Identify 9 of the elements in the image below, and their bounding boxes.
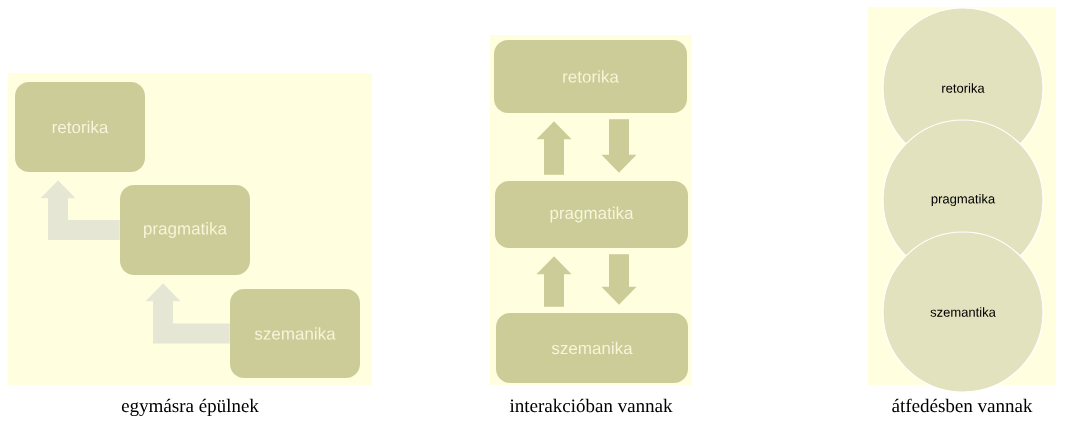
- rounded-box: retorika: [494, 40, 687, 113]
- rounded-box: szemanika: [230, 289, 360, 378]
- rounded-box: szemanika: [496, 313, 688, 383]
- node-label: interakcióban vannak: [509, 398, 673, 413]
- rounded-box: retorika: [15, 82, 145, 172]
- node-label: átfedésben vannak: [892, 398, 1033, 413]
- rounded-box: pragmatika: [495, 181, 688, 248]
- node-label: egymásra épülnek: [121, 398, 259, 417]
- rounded-box: pragmatika: [120, 185, 250, 275]
